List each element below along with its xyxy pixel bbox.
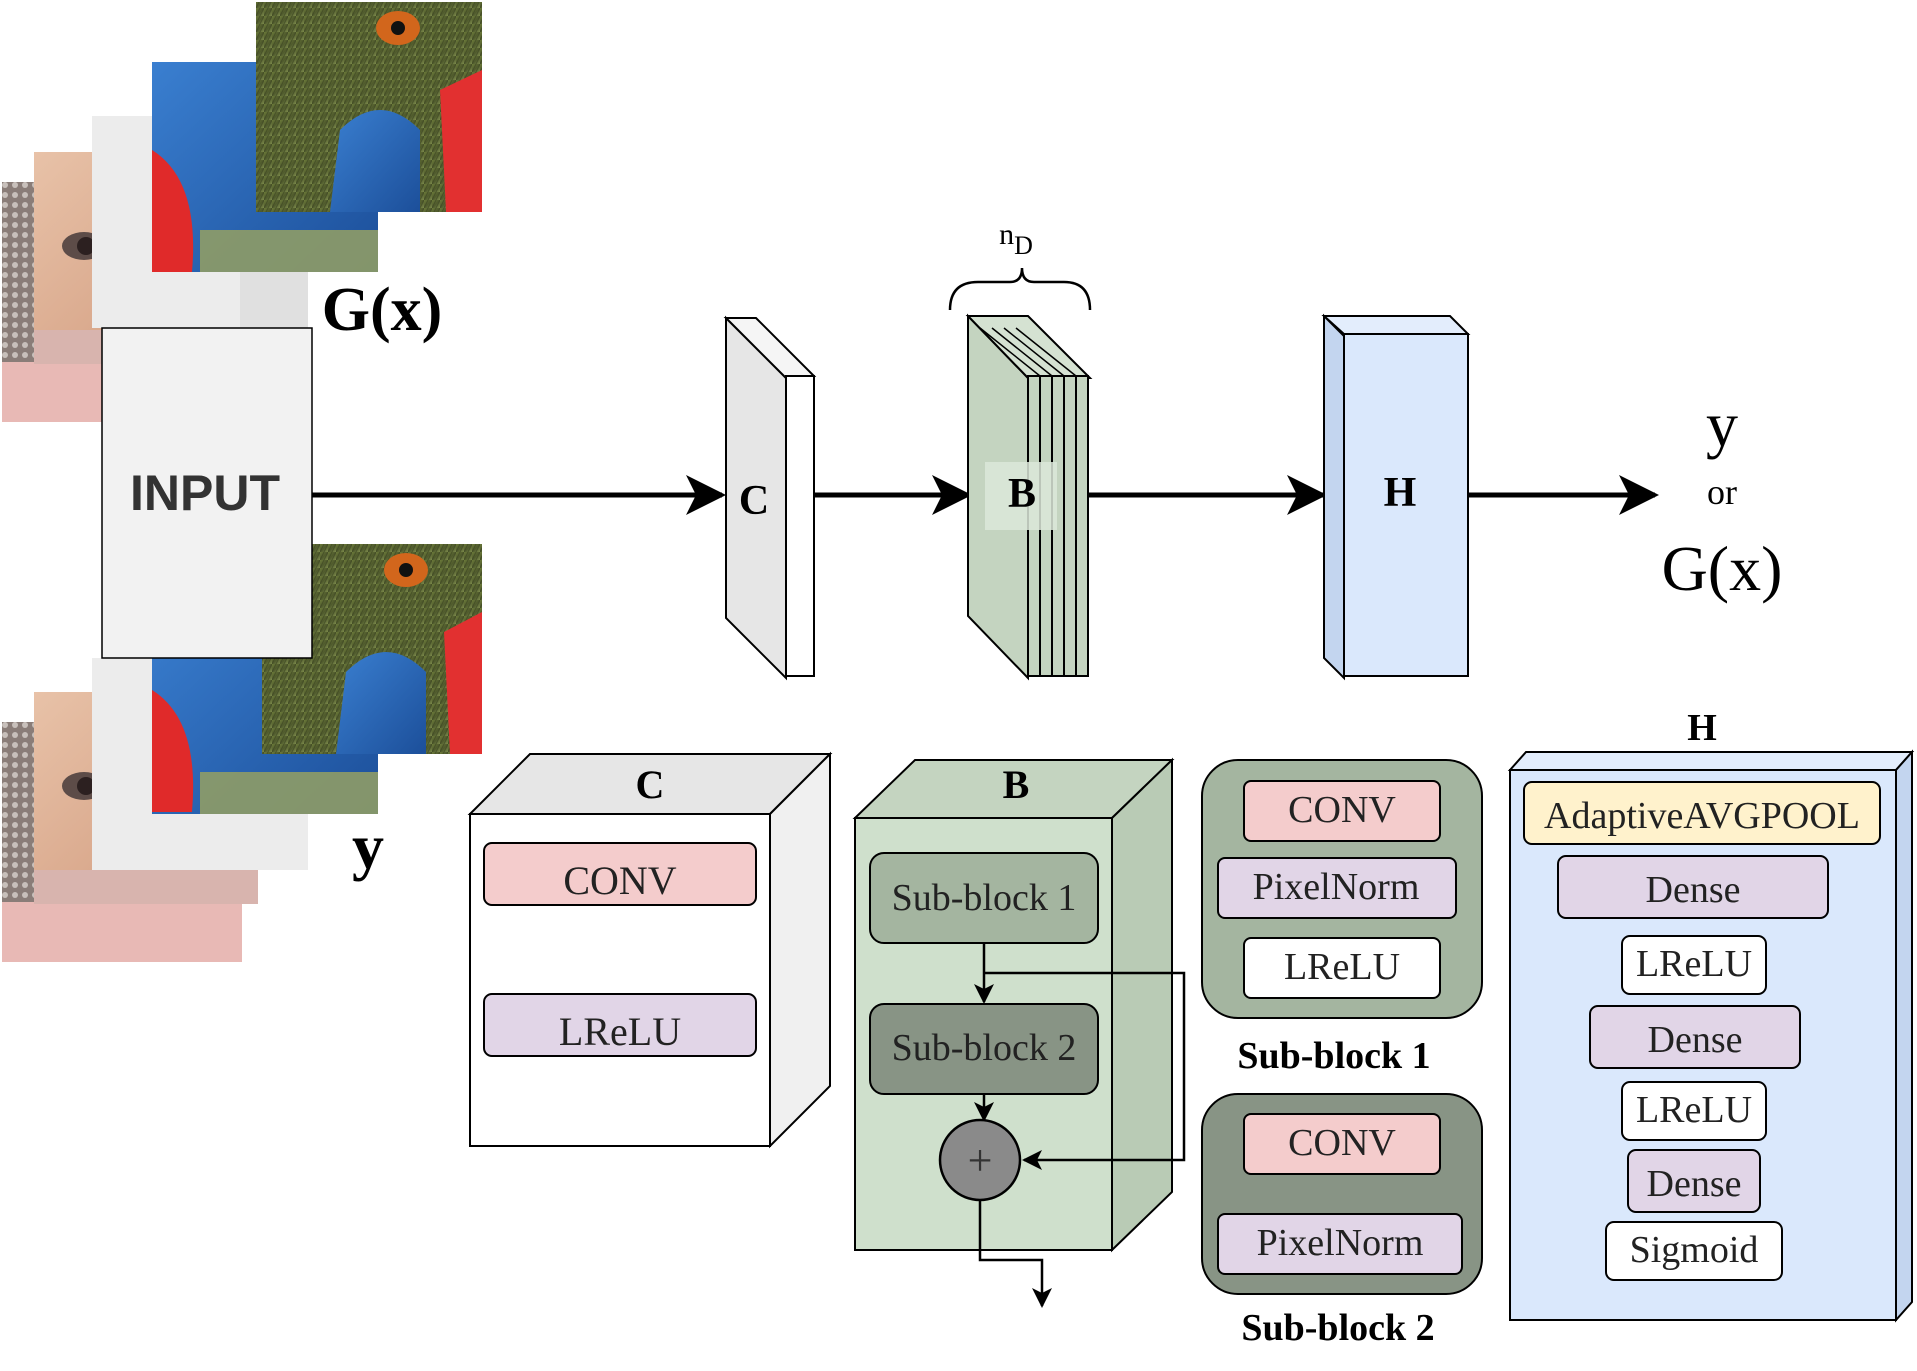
detail-h-pool-label: AdaptiveAVGPOOL — [1544, 795, 1860, 837]
subblock2-conv-layer — [1243, 1113, 1441, 1175]
detail-b-title: B — [1003, 762, 1030, 807]
image-patch-mandrill-eye — [256, 2, 482, 212]
detail-h-sigmoid-layer — [1605, 1221, 1783, 1281]
detail-c-lrelu-layer — [483, 993, 757, 1057]
detail-c-conv-layer — [483, 842, 757, 906]
subblock2-conv-label: CONV — [1288, 1122, 1396, 1164]
subblock1-conv-label: CONV — [1288, 789, 1396, 831]
input-label: INPUT — [130, 465, 280, 521]
sum-symbol: + — [968, 1136, 993, 1185]
bottom-stack-label: y — [352, 811, 384, 882]
detail-h-dense3-layer — [1627, 1149, 1761, 1213]
subblock1-norm-label: PixelNorm — [1253, 866, 1420, 908]
detail-h-sigmoid-label: Sigmoid — [1630, 1229, 1759, 1271]
detail-h-dense2-label: Dense — [1648, 1019, 1743, 1061]
subblock2-detail: CONV PixelNorm Sub-block 2 — [1201, 1093, 1483, 1349]
detail-b-subblock1-label: Sub-block 1 — [892, 877, 1077, 919]
detail-b-subblock2-label: Sub-block 2 — [892, 1027, 1077, 1069]
subblock1-lrelu-label: LReLU — [1284, 946, 1400, 988]
detail-h-dense1-layer — [1557, 855, 1829, 919]
pipeline-block-c: C — [723, 315, 817, 681]
detail-block-c: C CONV LReLU — [467, 751, 833, 1149]
top-stack-label: G(x) — [322, 276, 443, 344]
detail-h-lrelu1-label: LReLU — [1636, 943, 1752, 985]
detail-block-h: H AdaptiveAVGPOOL Dense LReLU Dense LReL… — [1507, 707, 1915, 1323]
subblock1-caption: Sub-block 1 — [1237, 1035, 1430, 1077]
detail-h-dense2-layer — [1589, 1005, 1801, 1069]
detail-h-dense1-label: Dense — [1646, 869, 1741, 911]
detail-h-lrelu2-layer — [1621, 1081, 1767, 1141]
detail-c-lrelu-label: LReLU — [559, 1009, 681, 1054]
output-gx: G(x) — [1662, 533, 1783, 604]
pipeline-block-h: H — [1321, 313, 1471, 681]
subblock1-lrelu-layer — [1243, 937, 1441, 999]
repeat-count-label: nD — [999, 218, 1033, 260]
detail-h-pool-layer — [1523, 781, 1881, 845]
output-labels: y or G(x) — [1662, 389, 1783, 604]
subblock2-norm-label: PixelNorm — [1257, 1222, 1424, 1264]
detail-h-dense3-label: Dense — [1647, 1163, 1742, 1205]
pipeline-block-c-label: C — [739, 478, 769, 524]
input-image-stack-bottom — [2, 544, 482, 962]
detail-c-title: C — [636, 762, 665, 807]
detail-block-b: B Sub-block 1 Sub-block 2 + — [852, 757, 1186, 1308]
pipeline-block-h-label: H — [1384, 470, 1417, 516]
subblock2-caption: Sub-block 2 — [1241, 1307, 1434, 1349]
detail-h-lrelu1-layer — [1621, 935, 1767, 995]
output-or: or — [1707, 472, 1737, 512]
repeat-brace — [948, 267, 1092, 311]
output-y: y — [1706, 389, 1738, 460]
pipeline-block-b-label: B — [1008, 471, 1036, 517]
subblock2-norm-layer — [1217, 1213, 1463, 1275]
subblock1-norm-layer — [1217, 857, 1457, 919]
pipeline-block-b: B nD — [948, 218, 1093, 681]
connector-sum-out — [978, 1200, 1052, 1308]
skip-connection — [984, 971, 1186, 1170]
subblock1-conv-layer — [1243, 780, 1441, 842]
detail-h-title: H — [1687, 707, 1717, 749]
subblock1-detail: CONV PixelNorm LReLU Sub-block 1 — [1201, 759, 1483, 1077]
detail-h-lrelu2-label: LReLU — [1636, 1089, 1752, 1131]
detail-c-conv-label: CONV — [563, 858, 676, 903]
